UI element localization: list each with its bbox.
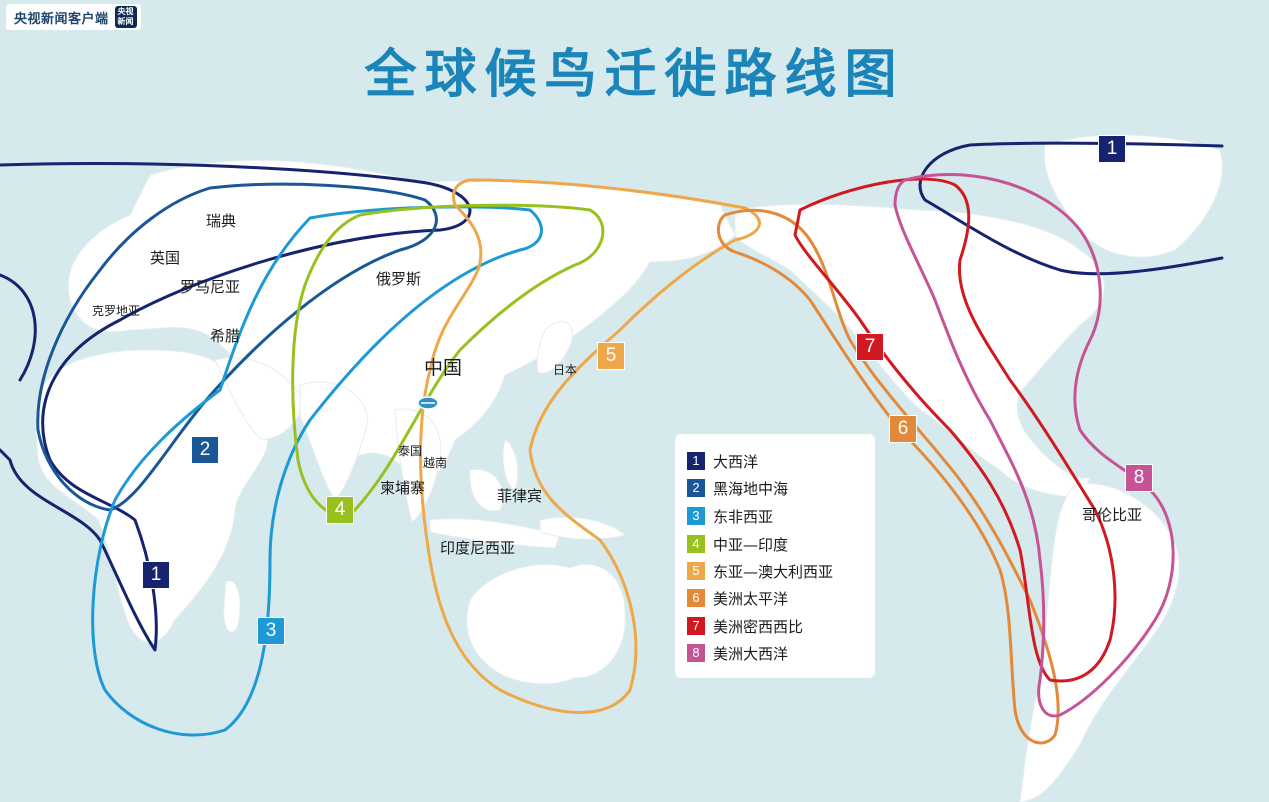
- legend-item-4: 4 中亚—印度: [687, 533, 788, 555]
- route-badge-2: 2: [191, 436, 219, 464]
- legend-item-6: 6 美洲太平洋: [687, 587, 788, 609]
- label-indonesia: 印度尼西亚: [440, 539, 516, 557]
- route-badge-7: 7: [856, 333, 884, 361]
- label-vietnam: 越南: [423, 456, 448, 470]
- legend-swatch-6: 6: [687, 589, 705, 607]
- legend-label-6: 美洲太平洋: [713, 589, 789, 608]
- route-6-americas-pacific: [716, 208, 1060, 745]
- route-badge-4: 4: [326, 496, 354, 524]
- legend-swatch-5: 5: [687, 562, 705, 580]
- label-croatia: 克罗地亚: [92, 304, 141, 318]
- label-cambodia: 柬埔寨: [380, 479, 426, 497]
- route-8-americas-atlantic: [893, 172, 1175, 718]
- brand-text: 央视新闻客户端: [14, 11, 109, 27]
- label-russia: 俄罗斯: [376, 270, 422, 288]
- label-romania: 罗马尼亚: [180, 278, 241, 296]
- route-7-americas-mississippi: [793, 177, 1117, 683]
- bird-sanctuary-icon: [417, 396, 439, 410]
- legend-item-1: 1 大西洋: [687, 450, 758, 472]
- legend-swatch-8: 8: [687, 644, 705, 662]
- label-china: 中国: [424, 357, 463, 379]
- legend-item-8: 8 美洲大西洋: [687, 642, 788, 664]
- legend-swatch-7: 7: [687, 617, 705, 635]
- legend-item-5: 5 东亚—澳大利西亚: [687, 560, 833, 582]
- legend-swatch-4: 4: [687, 535, 705, 553]
- route-badge-5: 5: [597, 342, 625, 370]
- route-legend: 1 大西洋 2 黑海地中海 3 东非西亚 4 中亚—印度 5 东亚—澳大利西亚 …: [675, 434, 875, 678]
- label-japan: 日本: [553, 363, 578, 377]
- land-borneo: [469, 468, 504, 512]
- legend-swatch-3: 3: [687, 507, 705, 525]
- legend-label-8: 美洲大西洋: [713, 644, 789, 663]
- land-india: [299, 381, 369, 501]
- legend-label-7: 美洲密西西比: [713, 617, 804, 636]
- legend-swatch-2: 2: [687, 479, 705, 497]
- route-badge-1-greenland: 1: [1098, 135, 1126, 163]
- brand-logo-line1: 央视: [117, 7, 134, 16]
- land-japan: [536, 320, 573, 374]
- legend-label-3: 东非西亚: [713, 507, 774, 526]
- route-badge-3: 3: [257, 617, 285, 645]
- label-colombia: 哥伦比亚: [1082, 506, 1143, 524]
- route-2-black-sea-mediterranean: [36, 182, 438, 512]
- legend-label-1: 大西洋: [713, 452, 759, 471]
- legend-label-4: 中亚—印度: [713, 535, 789, 554]
- route-5-east-asia-australasia: [419, 178, 761, 714]
- brand-logo-line2: 新闻: [117, 17, 134, 26]
- route-badge-1-africa: 1: [142, 561, 170, 589]
- legend-label-2: 黑海地中海: [713, 479, 789, 498]
- label-uk: 英国: [150, 249, 181, 267]
- route-1-atlantic-east: [0, 162, 472, 652]
- label-philippines: 菲律宾: [497, 487, 543, 505]
- land-philippines: [502, 439, 519, 491]
- legend-swatch-1: 1: [687, 452, 705, 470]
- route-1-atlantic-west: [918, 141, 1224, 276]
- label-greece: 希腊: [210, 327, 241, 345]
- land-australia: [466, 563, 626, 685]
- cctv-news-brand: 央视新闻客户端 央视 新闻: [6, 4, 141, 30]
- map-title: 全球候鸟迁徙路线图: [364, 44, 905, 105]
- land-africa: [35, 349, 269, 644]
- legend-item-2: 2 黑海地中海: [687, 477, 788, 499]
- land-greenland: [1043, 134, 1223, 258]
- land-indonesia: [429, 518, 561, 549]
- label-thailand: 泰国: [398, 444, 423, 458]
- landmasses: [35, 134, 1223, 802]
- legend-label-5: 东亚—澳大利西亚: [713, 562, 834, 581]
- label-sweden: 瑞典: [206, 212, 237, 230]
- cctv-news-logo-icon: 央视 新闻: [114, 6, 137, 28]
- land-madagascar: [223, 580, 241, 633]
- route-badge-8: 8: [1125, 464, 1153, 492]
- legend-item-7: 7 美洲密西西比: [687, 615, 803, 637]
- route-badge-6: 6: [889, 415, 917, 443]
- route-3-east-africa-west-asia: [91, 205, 543, 737]
- legend-item-3: 3 东非西亚: [687, 505, 773, 527]
